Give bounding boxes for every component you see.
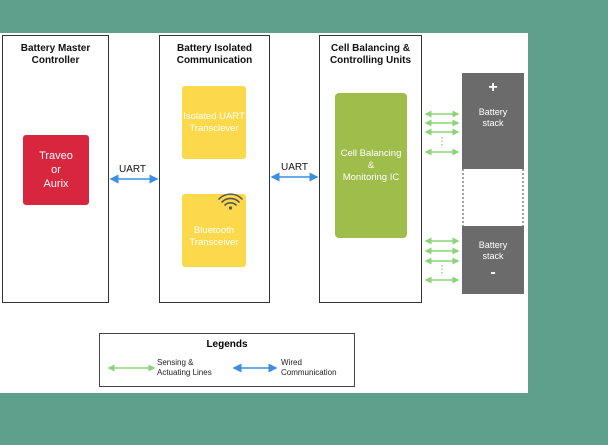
battery-gap-outline xyxy=(462,169,524,226)
bluetooth-chip: Bluetooth Transceiver xyxy=(182,194,246,267)
battery-stack-top: + Battery stack xyxy=(462,73,524,169)
battery-stack-bottom: Battery stack - xyxy=(462,226,524,294)
minus-terminal: - xyxy=(490,264,496,281)
legend-title: Legends xyxy=(206,339,248,350)
mcu-chip: Traveo or Aurix xyxy=(23,135,89,205)
balancing-title: Cell Balancing & Controlling Units xyxy=(329,43,412,66)
master-title: Battery Master Controller xyxy=(20,43,91,66)
diagram-canvas: Battery Master Controller Traveo or Auri… xyxy=(0,33,528,393)
bluetooth-label: Bluetooth Transceiver xyxy=(189,224,239,248)
plus-terminal: + xyxy=(488,79,498,96)
isolated-communication-box: Battery Isolated Communication Isolated … xyxy=(159,35,270,303)
monitoring-ic-chip: Cell Balancing & Monitoring IC xyxy=(335,93,407,238)
battery-stack-bottom-label: Battery stack xyxy=(478,240,508,261)
legend-sensing-label: Sensing & Actuating Lines xyxy=(157,358,212,377)
sensing-lines-bottom xyxy=(424,237,460,284)
battery-stack-top-label: Battery stack xyxy=(478,107,508,128)
legend-arrows xyxy=(107,363,278,373)
cell-balancing-box: Cell Balancing & Controlling Units Cell … xyxy=(319,35,422,303)
isolated-uart-chip: Isolated UART Transciever xyxy=(182,86,246,159)
sensing-lines-top xyxy=(424,110,460,156)
uart-label-right: UART xyxy=(281,162,309,173)
wifi-signal-icon xyxy=(218,193,243,210)
legend-box: Legends Sensing & Actuating Lines Wired … xyxy=(99,333,355,387)
connectors xyxy=(109,110,524,284)
battery-master-controller-box: Battery Master Controller Traveo or Auri… xyxy=(2,35,109,303)
isolated-title: Battery Isolated Communication xyxy=(176,43,253,66)
uart-label-left: UART xyxy=(119,164,147,175)
legend-wired-label: Wired Communication xyxy=(281,358,337,377)
